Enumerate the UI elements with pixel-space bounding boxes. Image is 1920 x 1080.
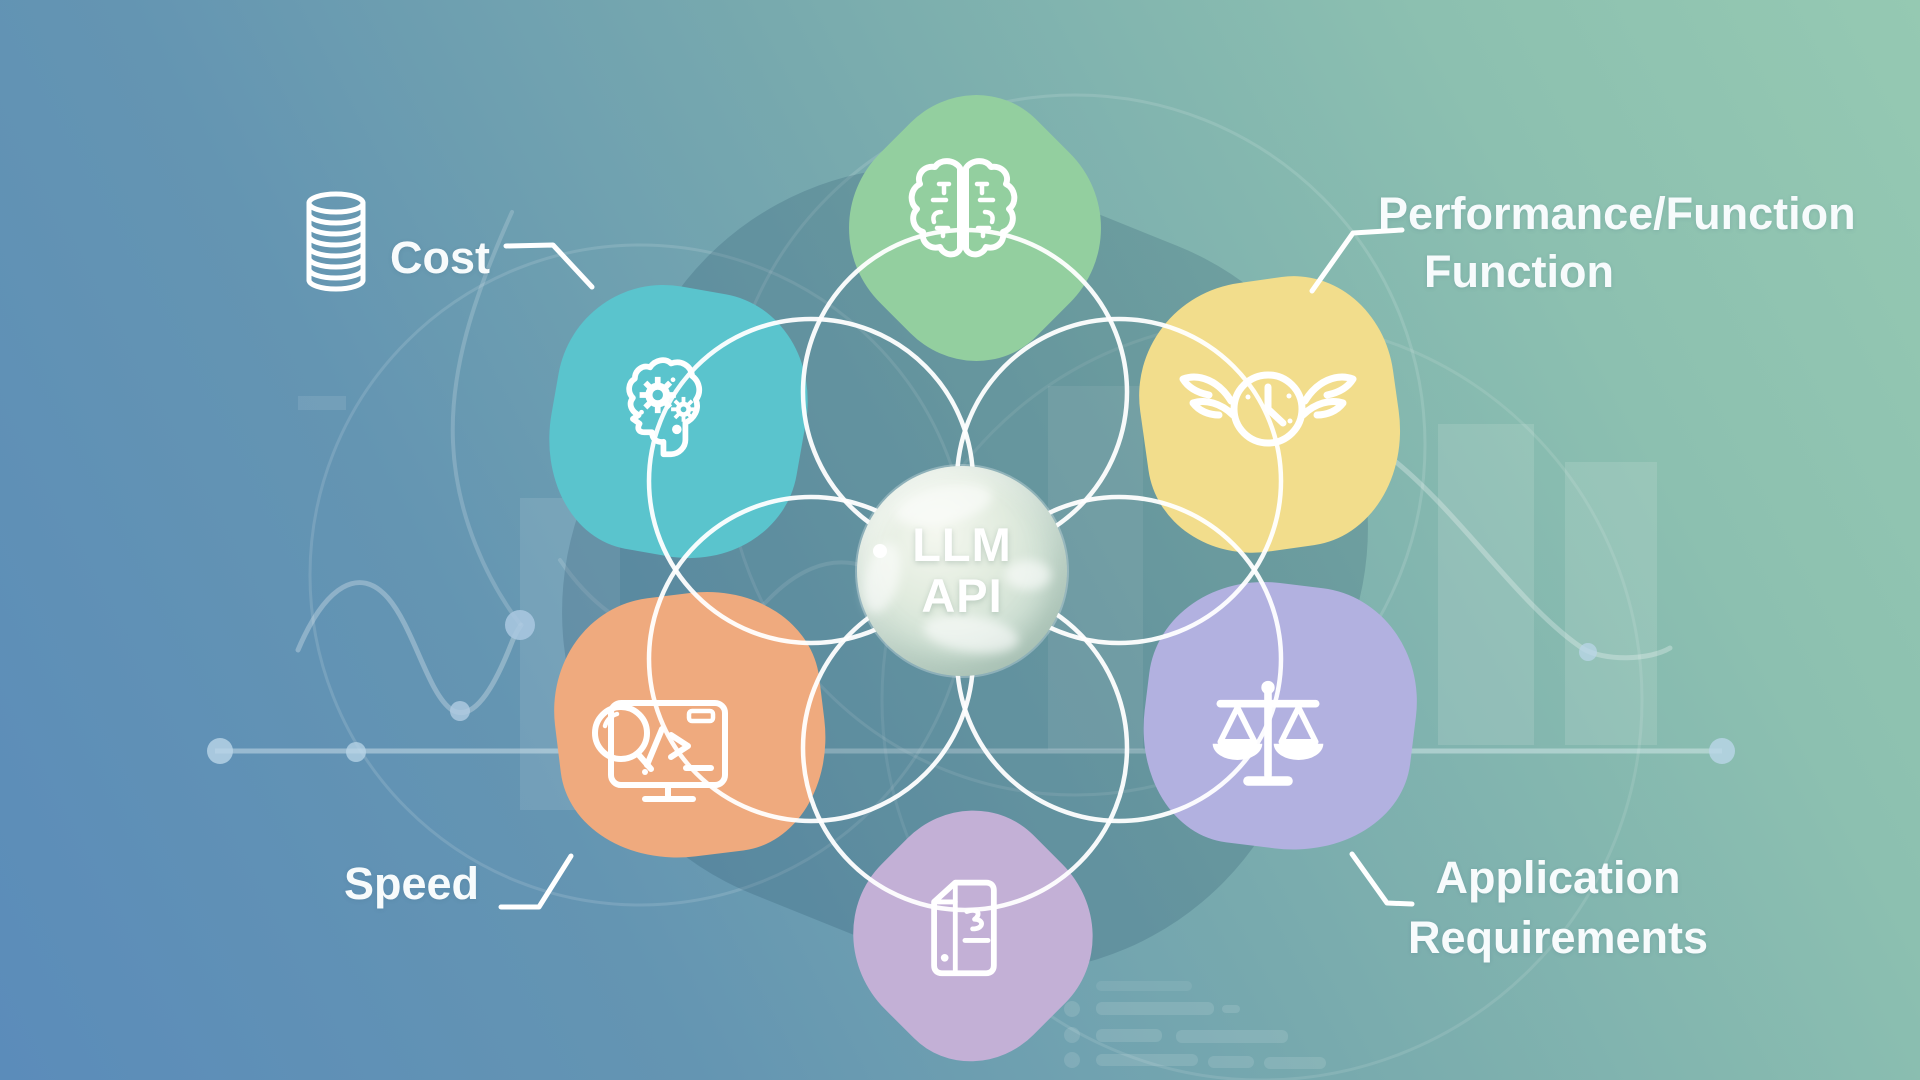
decor-bar (298, 396, 346, 410)
document-icon (931, 879, 997, 977)
decor-dot (1709, 738, 1735, 764)
code-monitor-magnifier-icon (592, 700, 728, 802)
center-orb-title: LLM API (857, 466, 1067, 676)
center-orb: LLM API (856, 466, 1067, 676)
orb-highlight (1005, 560, 1051, 590)
speed-callout-line (498, 853, 574, 910)
brain-icon (908, 158, 1018, 258)
label-performance-line2: Function (1424, 246, 1614, 297)
application-callout-line (1349, 851, 1415, 907)
decor-dot (346, 742, 366, 762)
label-application-line2: Requirements (1407, 912, 1709, 963)
label-performance-line1: Performance/Function (1378, 188, 1856, 239)
decor-dot (1579, 643, 1597, 661)
decor-bar (1438, 424, 1534, 745)
decor-loop-line (450, 210, 522, 626)
decor-dot (207, 738, 233, 764)
decor-bar (1565, 462, 1657, 745)
center-orb-line1: LLM (912, 518, 1012, 572)
coin-stack-icon (306, 191, 366, 292)
cost-callout-line (503, 242, 595, 290)
label-application-line1: Application (1435, 852, 1681, 903)
scales-icon (1212, 680, 1324, 786)
decor-dot (450, 701, 470, 721)
performance-callout-line (1309, 227, 1405, 294)
label-application: Application Requirements (1390, 848, 1726, 968)
winged-clock-icon (1179, 371, 1357, 447)
decor-wave-line (295, 580, 524, 715)
label-cost: Cost (390, 232, 490, 283)
center-orb-line2: API (921, 569, 1003, 622)
label-speed: Speed (344, 858, 480, 909)
decor-dot (505, 610, 535, 640)
head-gears-icon (626, 357, 703, 458)
decor-trend-line (1393, 459, 1673, 661)
decor-list-pills (1064, 981, 1326, 1069)
orb-highlight-dot (873, 544, 887, 558)
